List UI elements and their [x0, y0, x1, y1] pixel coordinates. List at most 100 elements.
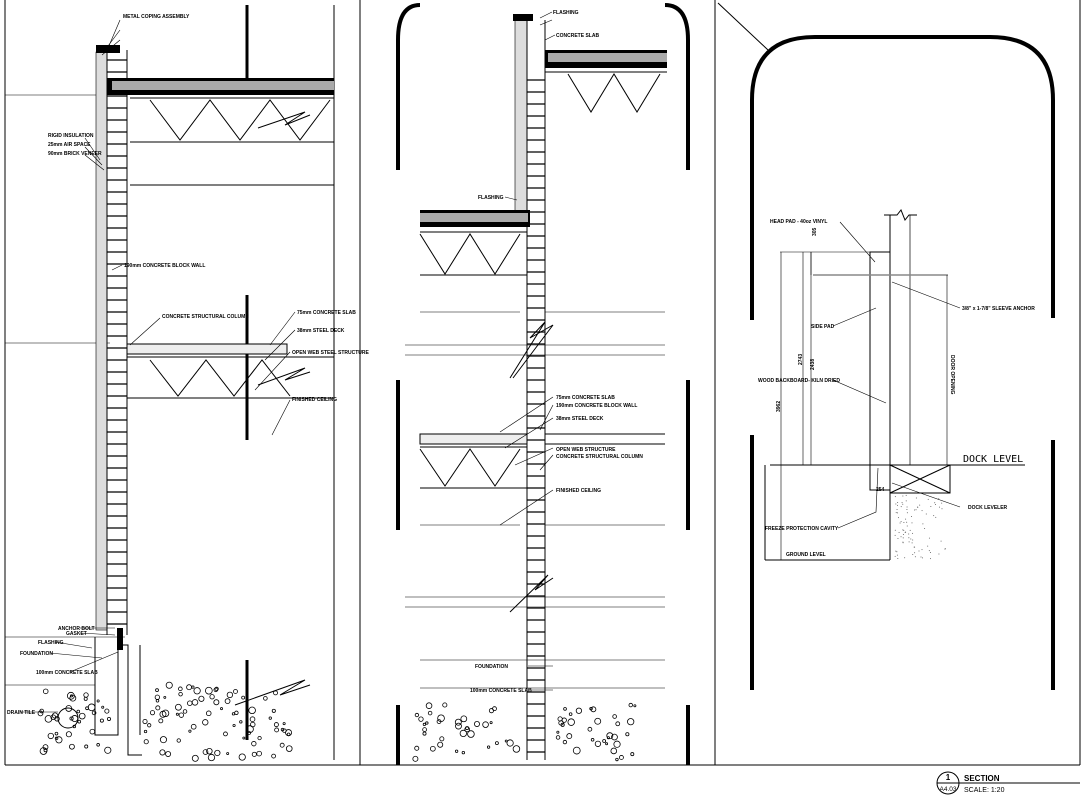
label-air-space: 25mm AIR SPACE — [48, 142, 91, 148]
label-brick-veneer: 90mm BRICK VENEER — [48, 151, 102, 157]
concrete-speck — [901, 502, 903, 504]
gravel-stone — [256, 750, 262, 757]
label-sleeve-anchor: 3/8" x 1-7/8" SLEEVE ANCHOR — [962, 306, 1035, 312]
concrete-speck — [920, 556, 922, 558]
gravel-stone — [495, 741, 499, 746]
gravel-stone — [143, 729, 148, 734]
concrete-speck — [897, 512, 899, 514]
gravel-stone — [248, 706, 256, 715]
lower-roof-joist — [419, 233, 521, 275]
gravel-stone — [611, 733, 618, 741]
label-concrete-slab: 75mm CONCRETE SLAB — [297, 310, 356, 316]
gravel-stone — [455, 722, 462, 730]
label-backboard: WOOD BACKBOARD- KILN DRIED — [758, 378, 840, 384]
gravel-stone — [459, 729, 467, 738]
gravel-stone — [163, 695, 167, 699]
gravel-stone — [556, 730, 560, 734]
concrete-speck — [902, 495, 904, 497]
gravel-stone — [613, 740, 621, 748]
concrete-speck — [915, 509, 917, 511]
concrete-speck — [897, 537, 899, 539]
gravel-stone — [155, 699, 160, 703]
gravel-stone — [454, 749, 459, 753]
concrete-speck — [934, 503, 936, 505]
concrete-speck — [915, 497, 917, 499]
concrete-speck — [912, 554, 914, 556]
gravel-stone — [178, 712, 185, 718]
gravel-stone — [234, 710, 239, 715]
gravel-stone — [72, 724, 77, 729]
concrete-speck — [897, 558, 899, 560]
concrete-speck — [911, 522, 913, 524]
gravel-stone — [101, 705, 105, 709]
label-ceiling: FINISHED CEILING — [556, 488, 601, 494]
gravel-stone — [286, 732, 291, 737]
gravel-stone — [282, 722, 286, 726]
gravel-stone — [149, 710, 156, 716]
gravel-stone — [274, 727, 280, 733]
gravel-stone — [69, 743, 75, 750]
gravel-stone — [47, 732, 54, 740]
concrete-speck — [921, 510, 923, 512]
gravel-stone — [159, 736, 167, 744]
concrete-speck — [929, 551, 931, 553]
label-joist-structure: OPEN WEB STRUCTURE — [556, 447, 616, 453]
gravel-stone — [54, 736, 59, 741]
label-flashing: FLASHING — [38, 640, 64, 646]
panel-left-section: METAL COPING ASSEMBLY RIGID INSULATION 2… — [5, 5, 370, 762]
concrete-speck — [897, 517, 899, 519]
concrete-speck — [914, 556, 916, 558]
concrete-speck — [906, 521, 908, 523]
label-ceiling: FINISHED CEILING — [292, 397, 337, 403]
gravel-stone — [198, 695, 205, 702]
concrete-speck — [894, 534, 896, 536]
label-structural-column: CONCRETE STRUCTURAL COLUMN — [162, 314, 249, 320]
concrete-speck — [900, 536, 902, 538]
label-flashing-top: FLASHING — [553, 10, 579, 16]
label-flashing-mid: FLASHING — [478, 195, 504, 201]
gravel-stone — [188, 729, 192, 733]
gravel-stone — [633, 704, 637, 708]
concrete-speck — [912, 532, 914, 534]
gravel-stone — [175, 703, 182, 711]
gravel-stone — [206, 747, 213, 755]
concrete-speck — [941, 508, 943, 510]
concrete-speck — [906, 506, 908, 508]
gravel-stone — [42, 744, 49, 751]
label-door-opening: DOOR OPENING — [949, 355, 955, 395]
concrete-speck — [934, 502, 936, 504]
concrete-speck — [905, 500, 907, 502]
gravel-stone — [161, 709, 170, 718]
gravel-stone — [43, 748, 48, 753]
gravel-stone — [178, 686, 183, 692]
concrete-speck — [894, 529, 896, 531]
label-foundation: FOUNDATION — [475, 664, 508, 670]
gravel-stone — [590, 706, 597, 713]
gravel-stone — [590, 738, 595, 742]
concrete-speck — [914, 552, 916, 554]
concrete-speck — [935, 516, 937, 518]
gravel-stone — [233, 689, 238, 694]
concrete-speck — [902, 503, 904, 505]
gravel-stone — [226, 752, 230, 755]
gravel-stone — [42, 688, 49, 695]
gravel-stone — [96, 699, 100, 703]
concrete-speck — [924, 528, 926, 530]
gravel-fill — [412, 702, 637, 762]
concrete-speck — [900, 521, 902, 523]
gravel-stone — [214, 686, 219, 692]
gravel-stone — [489, 721, 493, 725]
gravel-stone — [158, 718, 164, 724]
concrete-speck — [938, 506, 940, 508]
gravel-stone — [422, 727, 427, 732]
gravel-stone — [271, 708, 276, 713]
gravel-stone — [285, 745, 293, 752]
concrete-speck — [917, 506, 919, 508]
gravel-stone — [437, 714, 445, 722]
gravel-stone — [246, 730, 252, 736]
gravel-stone — [268, 716, 272, 720]
concrete-speck — [903, 529, 905, 531]
concrete-speck — [914, 509, 916, 511]
floor-joist — [419, 448, 521, 487]
gravel-stone — [69, 694, 77, 702]
